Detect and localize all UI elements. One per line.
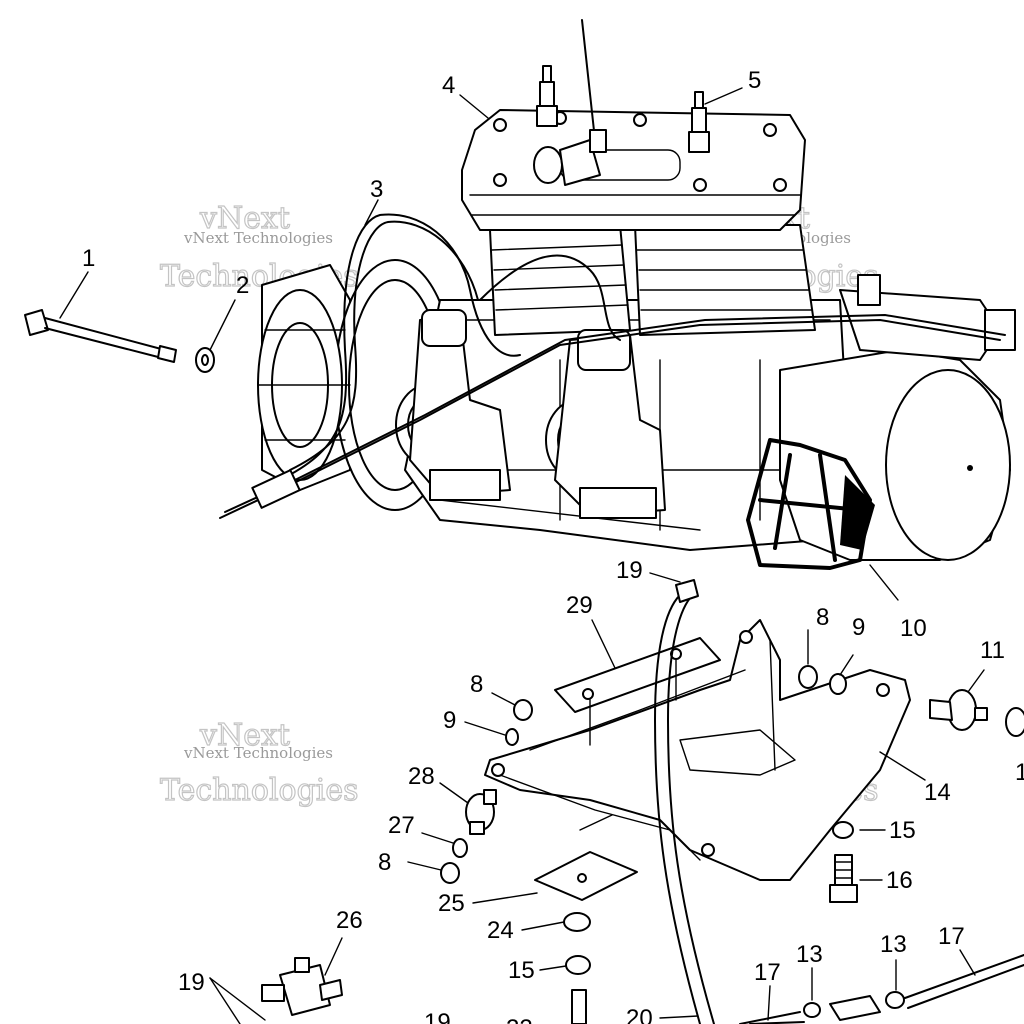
engine-mount-plate bbox=[484, 619, 911, 881]
carburetor-right bbox=[545, 329, 666, 519]
hoses bbox=[654, 579, 1024, 1024]
watermark-text: vNext Technologies bbox=[183, 229, 333, 247]
hose-clamp bbox=[803, 1002, 821, 1018]
spark-plug-left bbox=[536, 65, 558, 127]
label-part-14: 14 bbox=[924, 779, 951, 806]
vent-hose bbox=[654, 594, 701, 1024]
label-part-22: 22 bbox=[506, 1015, 533, 1024]
isolator-left bbox=[465, 789, 497, 835]
leader-lines bbox=[59, 87, 985, 1024]
nut bbox=[832, 821, 854, 839]
engine-mount-gasket bbox=[746, 438, 872, 570]
label-part-10: 10 bbox=[900, 615, 927, 642]
part-washer bbox=[195, 347, 215, 373]
watermark-mid-left: vNext Technologies vNext Technologies bbox=[159, 717, 359, 808]
label-part-11: 11 bbox=[980, 637, 1005, 664]
hardware bbox=[261, 665, 1024, 1024]
label-part-19: 19 bbox=[178, 969, 205, 996]
label-part-8: 8 bbox=[378, 849, 391, 876]
label-part-27: 27 bbox=[388, 812, 415, 839]
isolator bbox=[929, 689, 1024, 737]
watermark-text: vNext Technologies bbox=[183, 744, 333, 762]
label-part-8: 8 bbox=[470, 671, 483, 698]
label-part-2: 2 bbox=[236, 272, 249, 299]
label-part-1: 1 bbox=[82, 245, 95, 272]
sensor-wire bbox=[581, 19, 596, 141]
label-part-13: 13 bbox=[880, 931, 907, 958]
solenoid-valve bbox=[261, 957, 343, 1016]
washer bbox=[452, 838, 468, 858]
nut bbox=[440, 862, 460, 884]
label-part-9: 9 bbox=[443, 707, 456, 734]
label-part-19: 19 bbox=[616, 557, 643, 584]
label-part-15: 15 bbox=[508, 957, 535, 984]
nut bbox=[798, 665, 818, 689]
cylinder-head bbox=[461, 109, 806, 231]
mount-plate-assembly bbox=[484, 619, 911, 901]
engine-assembly bbox=[219, 19, 1016, 570]
label-part-26: 26 bbox=[336, 907, 363, 934]
label-part-25: 25 bbox=[438, 890, 465, 917]
watermark-brand: vNext bbox=[199, 201, 290, 236]
part-number-labels: 1 2 3 4 5 10 19 29 8 9 11 1 8 9 28 27 8 … bbox=[82, 67, 1024, 1024]
washer bbox=[829, 673, 847, 695]
cylinder-left bbox=[489, 224, 631, 336]
label-part-20: 20 bbox=[626, 1005, 653, 1024]
label-part-28: 28 bbox=[408, 763, 435, 790]
label-part-5: 5 bbox=[748, 67, 761, 94]
part-bolt bbox=[24, 309, 177, 363]
spark-plug-right bbox=[688, 91, 710, 153]
label-part-24: 24 bbox=[487, 917, 514, 944]
label-part-17: 17 bbox=[754, 959, 781, 986]
bolt bbox=[829, 854, 858, 903]
label-part-19: 19 bbox=[424, 1009, 451, 1024]
label-part-3: 3 bbox=[370, 176, 383, 203]
label-part-16: 16 bbox=[886, 867, 913, 894]
label-part-8: 8 bbox=[816, 604, 829, 631]
label-part-29: 29 bbox=[566, 592, 593, 619]
hose-clamp bbox=[885, 991, 905, 1009]
nut bbox=[513, 699, 533, 721]
label-part-15: 15 bbox=[889, 817, 916, 844]
cable-junction bbox=[251, 469, 301, 509]
washer bbox=[505, 728, 519, 746]
label-part-1-edge: 1 bbox=[1015, 759, 1024, 786]
watermark-brand: vNext bbox=[199, 718, 290, 753]
label-part-13: 13 bbox=[796, 941, 823, 968]
label-part-17: 17 bbox=[938, 923, 965, 950]
watermark-brand: Technologies bbox=[160, 773, 359, 808]
nut bbox=[565, 955, 591, 975]
label-part-4: 4 bbox=[442, 72, 455, 99]
label-part-9: 9 bbox=[852, 614, 865, 641]
washer bbox=[563, 912, 591, 932]
